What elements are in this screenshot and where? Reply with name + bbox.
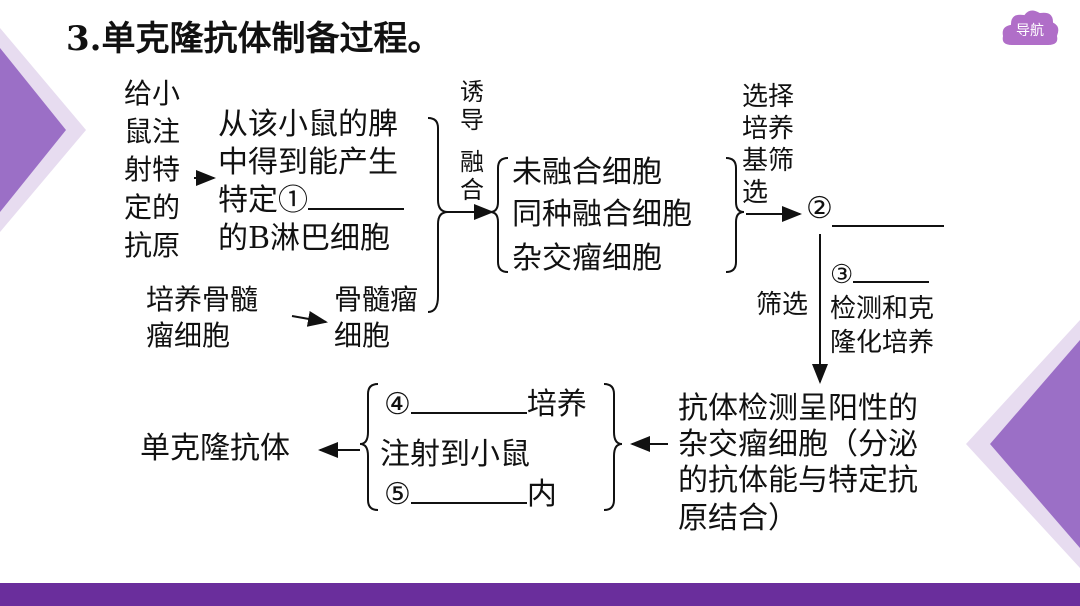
item5-suffix: 内 [526, 477, 557, 512]
selection-line-1: 选择 [742, 82, 795, 112]
inject-line-3: 射特 [124, 153, 181, 186]
brace-sources [427, 117, 449, 313]
spleen-line-4: 的B淋巴细胞 [218, 221, 391, 256]
brace-mixture-right [725, 157, 745, 273]
nav-button[interactable]: 导航 [998, 6, 1062, 54]
left-triangle-dark [0, 48, 66, 212]
culture-item-inject: 注射到小鼠 [380, 437, 530, 472]
nav-label: 导航 [1016, 23, 1044, 39]
spleen-line-1: 从该小鼠的脾 [218, 107, 398, 142]
inject-line-5: 抗原 [124, 229, 181, 262]
cloud-icon [1000, 8, 1061, 47]
myeloma-line-1: 骨髓瘤 [334, 283, 419, 316]
selection-line-3: 基筛 [742, 146, 795, 176]
mixture-item-3: 杂交瘤细胞 [512, 241, 662, 276]
fusion-char-3: 融 [460, 148, 484, 176]
brace-mixture-left [489, 157, 509, 273]
item4-number: ④ [384, 387, 411, 422]
culture-myeloma-line-1: 培养骨髓 [146, 283, 259, 316]
culture-item-4: ④ 培养 [384, 390, 587, 420]
fusion-char-4: 合 [460, 176, 484, 204]
blank-1 [308, 186, 404, 210]
bottom-bar [0, 583, 1080, 606]
mixture-item-1: 未融合细胞 [512, 155, 662, 190]
spleen-line-3: 特定① [218, 186, 404, 216]
page-title: 3.单克隆抗体制备过程。 [66, 19, 442, 59]
item5-number: ⑤ [384, 477, 411, 512]
final-product: 单克隆抗体 [140, 431, 290, 466]
brace-culture-left [359, 383, 379, 511]
result-2-label: ② [806, 191, 833, 226]
positive-line-3: 的抗体能与特定抗 [678, 463, 918, 498]
step3-line-3: 隆化培养 [830, 328, 935, 358]
right-triangle-dark [990, 340, 1080, 548]
fusion-char-2: 导 [460, 106, 484, 134]
blank-3 [853, 263, 930, 283]
blank-5 [410, 480, 527, 504]
positive-line-4: 原结合） [678, 501, 798, 536]
myeloma-line-2: 细胞 [334, 319, 391, 352]
step3-line-2: 检测和克 [830, 294, 935, 324]
culture-myeloma-line-2: 瘤细胞 [146, 319, 231, 352]
step3-number: ③ [830, 260, 854, 290]
spleen-line-2: 中得到能产生 [218, 145, 398, 180]
step3-line-1: ③ [830, 260, 930, 290]
mixture-item-2: 同种融合细胞 [512, 197, 692, 232]
selection-line-2: 培养 [742, 114, 795, 144]
selection-line-4: 选 [742, 178, 769, 208]
fusion-char-1: 诱 [460, 78, 484, 106]
inject-line-2: 鼠注 [124, 115, 181, 148]
inject-line-1: 给小 [124, 77, 181, 110]
arrow-myeloma [291, 310, 328, 327]
inject-line-4: 定的 [124, 191, 181, 224]
spleen-blank-label: 特定① [218, 183, 308, 218]
brace-culture-right [603, 383, 623, 511]
blank-4 [410, 390, 527, 414]
positive-line-2: 杂交瘤细胞（分泌 [678, 427, 918, 462]
screen-label: 筛选 [756, 290, 809, 320]
item4-suffix: 培养 [526, 387, 587, 422]
positive-line-1: 抗体检测呈阳性的 [678, 391, 918, 426]
